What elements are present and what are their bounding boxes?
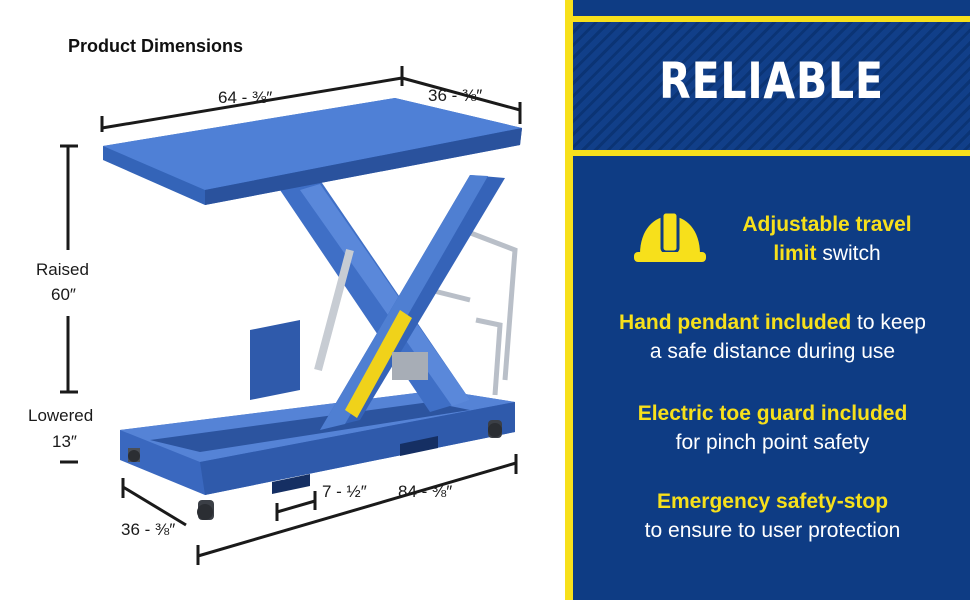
platform-width-label: 36 - ⅜″ — [428, 86, 483, 105]
feature-3-text: for pinch point safety — [675, 431, 870, 454]
dimension-lines — [60, 66, 522, 565]
banner-top-bar — [573, 16, 970, 22]
scissor-mechanism — [250, 175, 505, 430]
product-diagram-area: Product Dimensions 64 - ⅜″ 36 - ⅜″ Raise… — [28, 36, 522, 565]
banner-bottom-bar — [573, 150, 970, 156]
platform-length-label: 64 - ⅜″ — [218, 88, 273, 107]
feature-1-text: switch — [816, 242, 881, 265]
feature-safety-stop: Emergency safety-stop to ensure to user … — [585, 487, 960, 545]
hard-hat-icon — [634, 210, 706, 262]
feature-travel-limit: Adjustable travel limit switch — [712, 210, 942, 268]
feature-2-text-b: a safe distance during use — [649, 340, 896, 363]
feature-4-highlight: Emergency safety-stop — [656, 490, 889, 513]
platform — [103, 98, 522, 205]
panel-title: RELIABLE — [659, 52, 884, 110]
base-width-label: 36 - ⅜″ — [121, 520, 176, 539]
feature-4-text: to ensure to user protection — [644, 519, 901, 542]
lift-table-illustration — [60, 66, 522, 565]
feature-2-highlight: Hand pendant included — [619, 311, 852, 334]
base-frame — [120, 390, 515, 495]
feature-2-text-a: to keep — [851, 311, 926, 334]
lowered-value: 13″ — [52, 432, 77, 451]
fork-width-label: 7 - ½″ — [322, 482, 367, 501]
lowered-label: Lowered — [28, 406, 94, 425]
product-dimensions-heading: Product Dimensions — [68, 36, 244, 56]
feature-3-highlight: Electric toe guard included — [637, 402, 908, 425]
raised-label: Raised — [36, 260, 89, 279]
title-banner — [573, 22, 970, 150]
feature-toe-guard: Electric toe guard included for pinch po… — [585, 399, 960, 457]
casters — [128, 420, 502, 520]
raised-value: 60″ — [51, 285, 76, 304]
feature-1-highlight-a: Adjustable travel — [742, 213, 912, 236]
base-length-label: 84 - ⅜″ — [398, 482, 453, 501]
feature-hand-pendant: Hand pendant included to keep a safe dis… — [585, 308, 960, 366]
panel-left-border — [565, 0, 573, 600]
feature-1-highlight-b: limit — [773, 242, 817, 265]
